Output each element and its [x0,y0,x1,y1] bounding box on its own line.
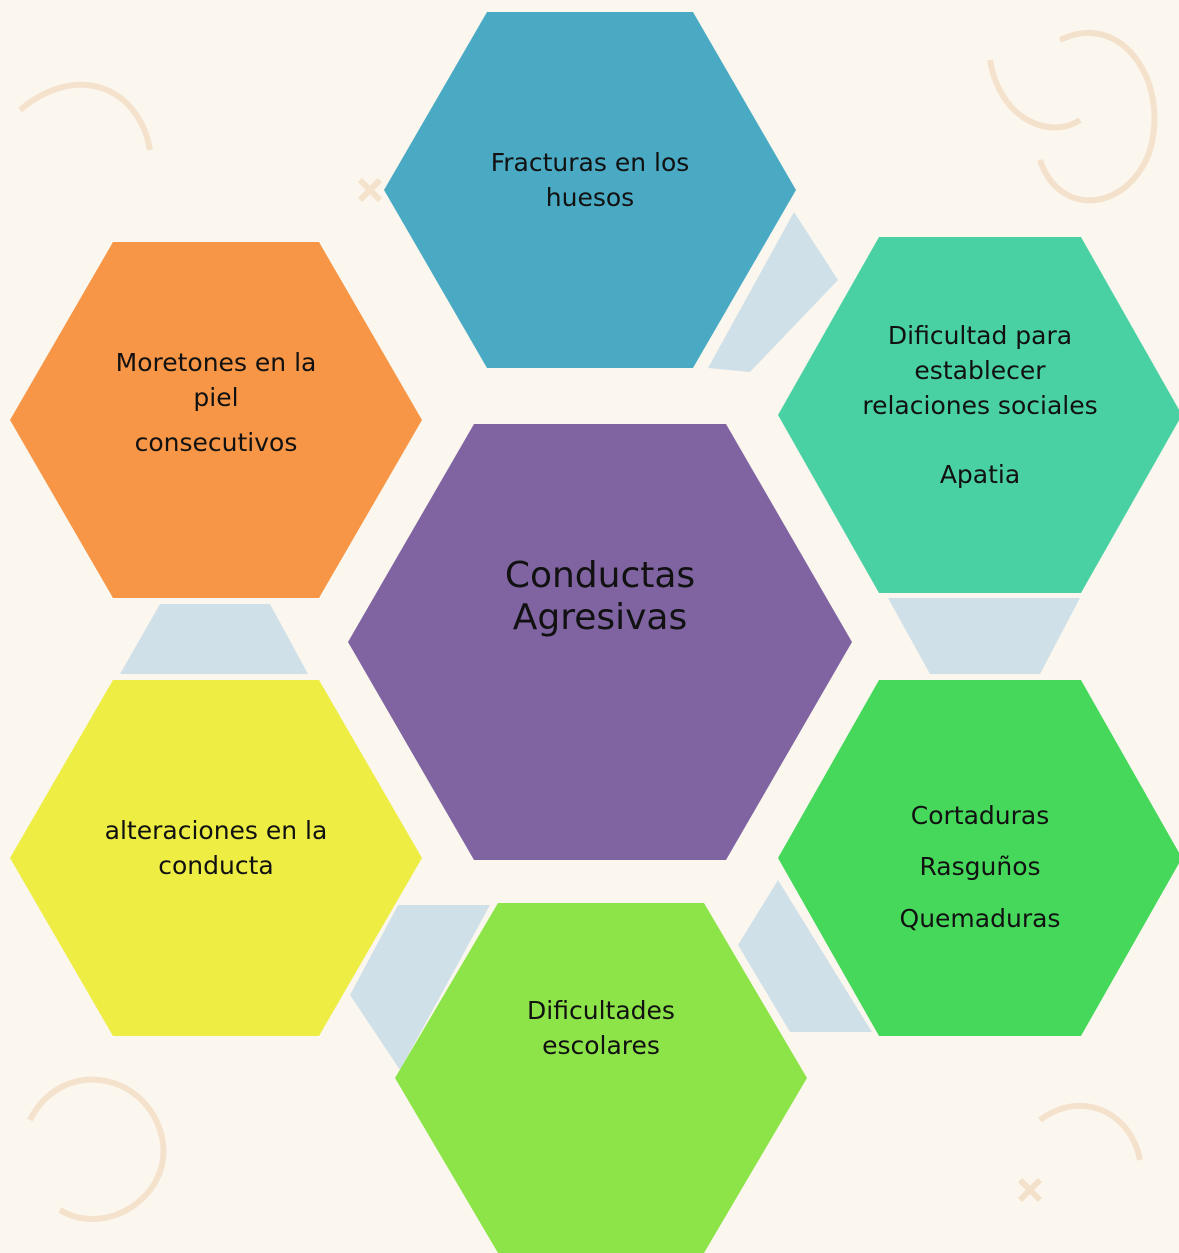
hexagon-top-left-line-2: piel [193,383,239,412]
center-title-line-1: Conductas [504,554,696,596]
hexagon-top-left-line-1: Moretones en la [115,348,317,377]
hexagon-top-right-line-1: Dificultad para [887,321,1073,350]
hexagon-top-line-1: Fracturas en los [490,148,690,177]
connector-bottom-right [738,880,872,1032]
hexagon-bottom-right-line-3: Quemaduras [899,903,1061,933]
hexagon-bottom-line-2: escolares [542,1031,660,1060]
hexagon-bottom-left-line-1: alteraciones en la [104,816,328,845]
hexagon-bottom-right-line-1: Cortaduras [910,801,1050,831]
connector-top-right [708,212,838,372]
hexagon-top-right-line-3: relaciones sociales [862,391,1098,420]
hexagon-bottom-right-line-2: Rasguños [919,852,1041,882]
hexagon-top-line-2: huesos [545,183,635,212]
hexagon-bottom-left-line-2: conducta [158,851,274,880]
connector-left [120,604,308,674]
hexagon-bottom-line-1: Dificultades [527,996,675,1025]
center-title-line-2: Agresivas [512,597,688,638]
hexagon-top-right-line-2: establecer [914,356,1046,385]
hexagon-top-right-extra: Apatia [939,460,1021,489]
connector-right [888,598,1080,674]
hexagon-top-left-extra: consecutivos [134,428,298,457]
connector-bottom-left [350,905,490,1070]
